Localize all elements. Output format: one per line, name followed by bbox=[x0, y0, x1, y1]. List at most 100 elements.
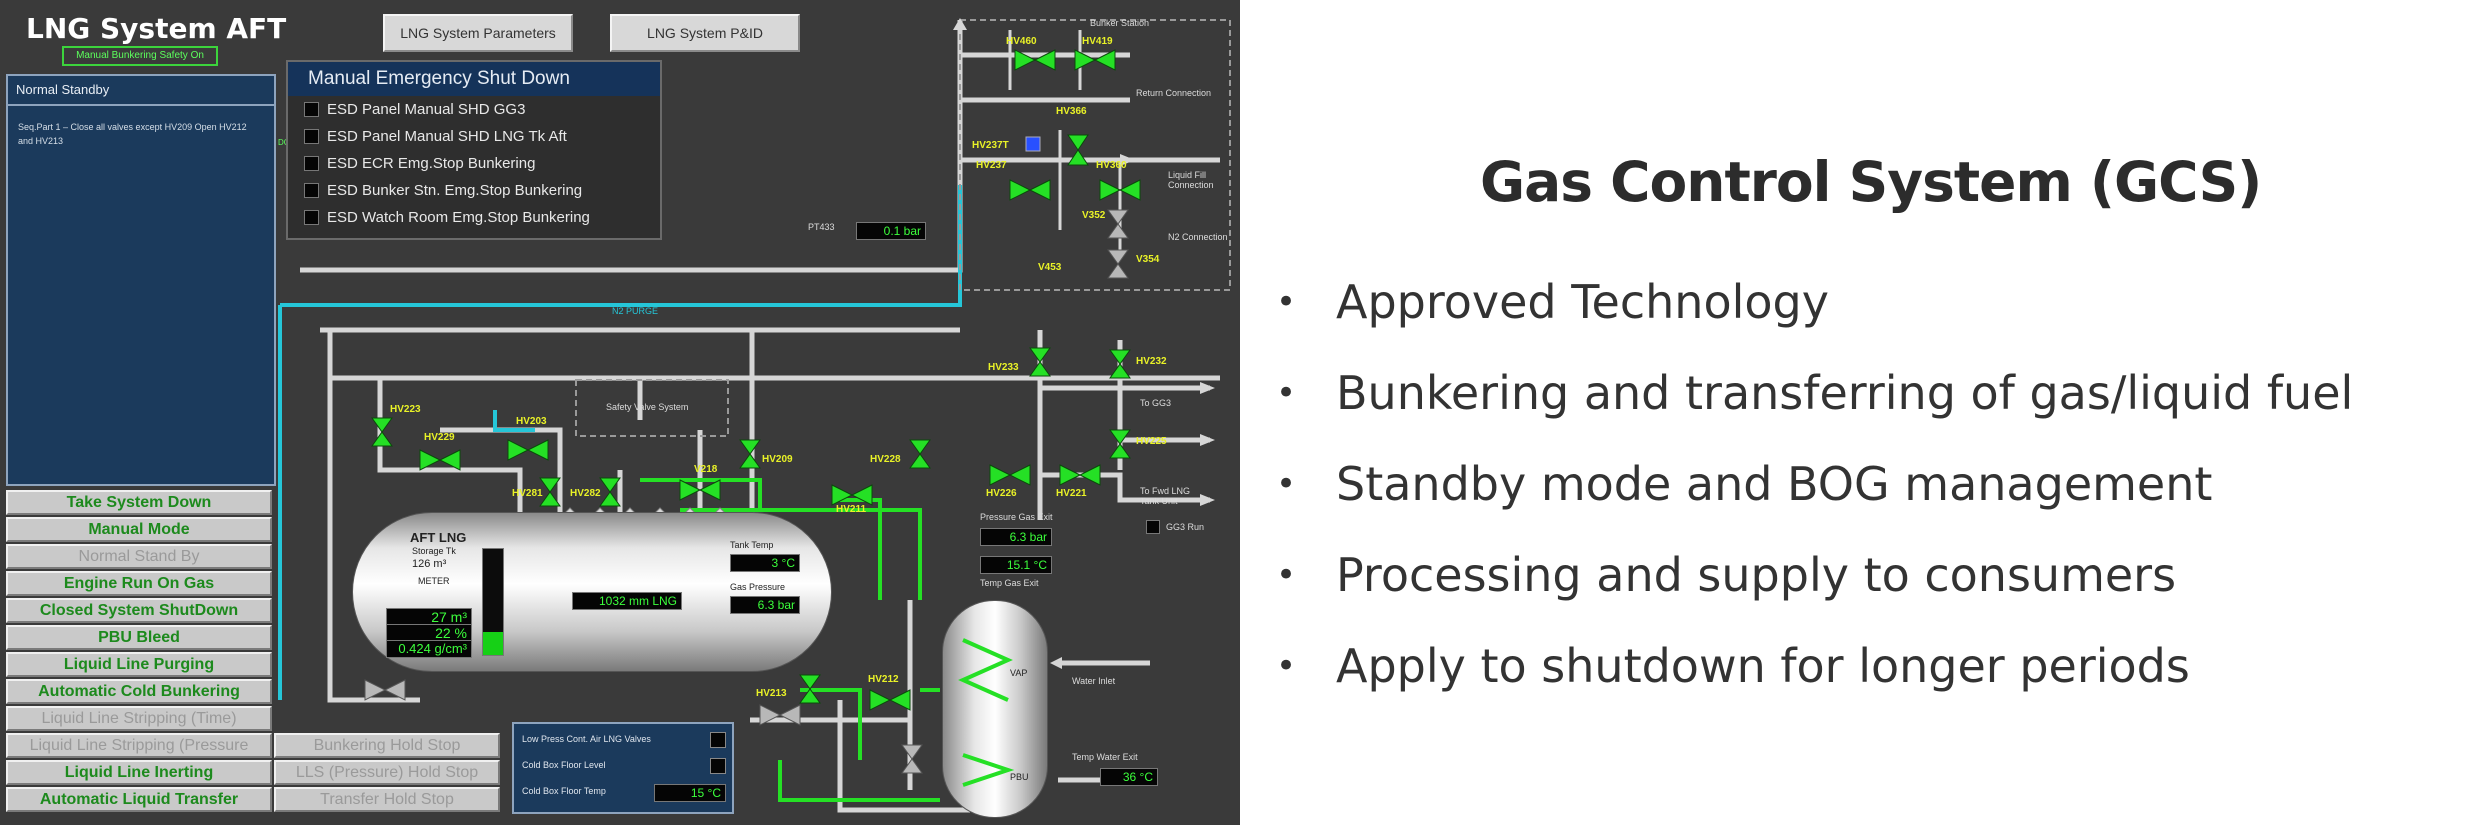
valve-label[interactable]: HV281 bbox=[512, 488, 543, 499]
liquid-line-stripping-time-button[interactable]: Liquid Line Stripping (Time) bbox=[6, 706, 272, 731]
temp-water-exit-label: Temp Water Exit bbox=[1072, 752, 1138, 762]
bullet-dot-icon: • bbox=[1276, 554, 1297, 595]
coldbox-temp-label: Cold Box Floor Temp bbox=[522, 786, 606, 796]
engine-run-on-gas-button[interactable]: Engine Run On Gas bbox=[6, 571, 272, 596]
normal-standby-button[interactable]: Normal Stand By bbox=[6, 544, 272, 569]
pressure-gas-exit-label: Pressure Gas Exit bbox=[980, 512, 1053, 522]
valve-label[interactable]: HV282 bbox=[570, 488, 601, 499]
esd-checkbox[interactable] bbox=[304, 129, 319, 144]
esd-item[interactable]: ESD Panel Manual SHD LNG Tk Aft bbox=[288, 123, 660, 150]
valve-label[interactable]: HV366 bbox=[1056, 106, 1087, 117]
system-pid-button[interactable]: LNG System P&ID bbox=[610, 14, 800, 52]
esd-item[interactable]: ESD ECR Emg.Stop Bunkering bbox=[288, 150, 660, 177]
automatic-liquid-transfer-button[interactable]: Automatic Liquid Transfer bbox=[6, 787, 272, 812]
list-item: • Processing and supply to consumers bbox=[1268, 529, 2448, 620]
esd-item-label: ESD Panel Manual SHD LNG Tk Aft bbox=[327, 128, 567, 145]
temp-gas-exit-label: Temp Gas Exit bbox=[980, 578, 1039, 588]
esd-item-label: ESD Panel Manual SHD GG3 bbox=[327, 101, 526, 118]
esd-checkbox[interactable] bbox=[304, 183, 319, 198]
pipe-diagram bbox=[278, 18, 1231, 813]
valve-label[interactable]: HV209 bbox=[762, 454, 793, 465]
pbu-bleed-button[interactable]: PBU Bleed bbox=[6, 625, 272, 650]
list-item: •Approved Technology bbox=[1268, 256, 2448, 347]
n2-purge-label: N2 PURGE bbox=[612, 306, 659, 316]
valve-label[interactable]: HV223 bbox=[390, 404, 421, 415]
bullet-text: Approved Technology bbox=[1336, 274, 1829, 329]
mode-panel-header: Normal Standby bbox=[8, 76, 274, 106]
bullet-text: Apply to shutdown for longer periods bbox=[1336, 638, 2190, 693]
return-connection-label: Return Connection bbox=[1136, 88, 1212, 98]
heater-coil bbox=[958, 638, 1015, 787]
valve-label[interactable]: HV233 bbox=[988, 362, 1019, 373]
tank-note: METER bbox=[418, 576, 450, 586]
coldbox-temp-readout: 15 °C bbox=[654, 784, 726, 802]
esd-item-label: ESD Watch Room Emg.Stop Bunkering bbox=[327, 209, 590, 226]
bullet-text: Processing and supply to consumers bbox=[1336, 547, 2177, 602]
valve-label[interactable]: HV419 bbox=[1082, 36, 1113, 47]
liquid-line-purging-button[interactable]: Liquid Line Purging bbox=[6, 652, 272, 677]
manual-mode-button[interactable]: Manual Mode bbox=[6, 517, 272, 542]
valve-label[interactable]: V352 bbox=[1082, 210, 1106, 221]
take-system-down-button[interactable]: Take System Down bbox=[6, 490, 272, 515]
lls-hold-stop-button[interactable]: LLS (Pressure) Hold Stop bbox=[274, 760, 500, 785]
tank-pressure-label: Gas Pressure bbox=[730, 582, 786, 592]
valve-label[interactable]: HV237 bbox=[976, 160, 1007, 171]
esd-checkbox[interactable] bbox=[304, 210, 319, 225]
valve-label[interactable]: HV221 bbox=[1056, 488, 1087, 499]
valve-label[interactable]: HV213 bbox=[756, 688, 787, 699]
closed-system-shutdown-button[interactable]: Closed System ShutDown bbox=[6, 598, 272, 623]
valve-label[interactable]: HV360 bbox=[1096, 160, 1127, 171]
slide-title: Gas Control System (GCS) bbox=[1480, 150, 2262, 214]
esd-title: Manual Emergency Shut Down bbox=[288, 62, 660, 96]
pbu-label: PBU bbox=[1010, 772, 1029, 782]
coldbox-level-label: Cold Box Floor Level bbox=[522, 760, 606, 770]
esd-item[interactable]: ESD Bunker Stn. Emg.Stop Bunkering bbox=[288, 177, 660, 204]
coldbox-valves-indicator bbox=[710, 732, 726, 748]
valve-label[interactable]: HV232 bbox=[1136, 356, 1167, 367]
valve-label[interactable]: HV225 bbox=[1136, 436, 1167, 447]
esd-panel: Manual Emergency Shut Down ESD Panel Man… bbox=[286, 60, 662, 240]
valve-label[interactable]: V354 bbox=[1136, 254, 1160, 265]
selected-valve-label[interactable]: HV237T bbox=[972, 140, 1009, 151]
valve-label[interactable]: HV226 bbox=[986, 488, 1017, 499]
esd-item[interactable]: ESD Panel Manual SHD GG3 bbox=[288, 96, 660, 123]
tank-level-fill bbox=[483, 631, 503, 655]
hmi-screenshot: LNG System AFT Manual Bunkering Safety O… bbox=[0, 0, 1240, 825]
esd-item[interactable]: ESD Watch Room Emg.Stop Bunkering bbox=[288, 204, 660, 231]
coldbox-panel: Low Press Cont. Air LNG Valves Cold Box … bbox=[512, 722, 734, 814]
transfer-hold-stop-button[interactable]: Transfer Hold Stop bbox=[274, 787, 500, 812]
list-item: • Apply to shutdown for longer periods bbox=[1268, 620, 2448, 711]
valve-label[interactable]: HV460 bbox=[1006, 36, 1037, 47]
list-item: •Standby mode and BOG management bbox=[1268, 438, 2448, 529]
gg3-run-indicator bbox=[1146, 520, 1160, 534]
water-inlet-label: Water Inlet bbox=[1072, 676, 1116, 686]
automatic-cold-bunkering-button[interactable]: Automatic Cold Bunkering bbox=[6, 679, 272, 704]
liquid-line-stripping-pressure-button[interactable]: Liquid Line Stripping (Pressure bbox=[6, 733, 272, 758]
valve-label[interactable]: HV228 bbox=[870, 454, 901, 465]
valve-label[interactable]: HV203 bbox=[516, 416, 547, 427]
bullet-dot-icon: • bbox=[1276, 372, 1297, 413]
esd-checkbox[interactable] bbox=[304, 156, 319, 171]
valve-label[interactable]: V453 bbox=[1038, 262, 1062, 273]
esd-item-label: ESD ECR Emg.Stop Bunkering bbox=[327, 155, 536, 172]
coldbox-level-indicator bbox=[710, 758, 726, 774]
hmi-title: LNG System AFT bbox=[26, 12, 287, 45]
safety-valve-system-label[interactable]: Safety Valve System bbox=[606, 402, 689, 412]
bunkering-hold-stop-button[interactable]: Bunkering Hold Stop bbox=[274, 733, 500, 758]
sequence-step-text: Seq.Part 1 – Close all valves except HV2… bbox=[18, 122, 247, 146]
valve-label[interactable]: HV212 bbox=[868, 674, 899, 685]
system-parameters-button[interactable]: LNG System Parameters bbox=[383, 14, 573, 52]
tank-temp-readout: 3 °C bbox=[730, 554, 800, 572]
valve-label[interactable]: V218 bbox=[694, 464, 718, 475]
tank-name: AFT LNG bbox=[410, 530, 467, 545]
bunker-station-label: Bunker Station bbox=[1090, 18, 1150, 28]
tank-pressure-readout: 6.3 bar bbox=[730, 596, 800, 614]
esd-checkbox[interactable] bbox=[304, 102, 319, 117]
tank-density-readout: 0.424 g/cm³ bbox=[386, 640, 472, 658]
valve-label[interactable]: HV229 bbox=[424, 432, 455, 443]
valve-label[interactable]: HV211 bbox=[836, 504, 867, 515]
to-gg3-label: To GG3 bbox=[1140, 398, 1172, 408]
liquid-line-inerting-button[interactable]: Liquid Line Inerting bbox=[6, 760, 272, 785]
tank-temp-label: Tank Temp bbox=[730, 540, 774, 550]
bullet-dot-icon: • bbox=[1276, 645, 1297, 686]
